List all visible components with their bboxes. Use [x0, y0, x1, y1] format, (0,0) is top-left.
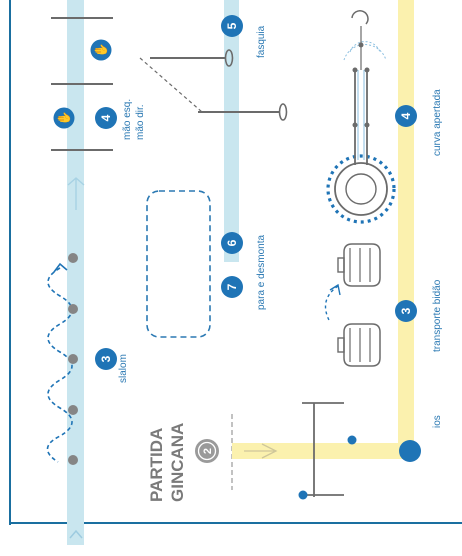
- slalom-label: slalom: [118, 354, 129, 383]
- lane-start-chevron: [69, 529, 83, 539]
- fasquia-label: fasquia: [256, 25, 267, 58]
- bottle-icon: [337, 243, 381, 287]
- slalom-cone: [68, 304, 78, 314]
- station-6-number: 6: [225, 239, 239, 246]
- slalom-cone: [68, 354, 78, 364]
- start-marker-dot: [347, 435, 357, 445]
- station-7-number: 7: [225, 283, 239, 290]
- station-7-badge: 7: [221, 276, 243, 298]
- transfer-arrow-path: [324, 285, 339, 323]
- start-marker-dot: [298, 490, 308, 500]
- station-3-slalom-badge: 3: [95, 348, 117, 370]
- station-3-number: 3: [99, 355, 113, 362]
- transporte-bidao-label: transporte bidão: [432, 279, 443, 352]
- curve-hook-icon: [351, 10, 369, 25]
- start-yellow-lane: [232, 443, 406, 459]
- curva-apertada-label: curva apertada: [432, 89, 443, 156]
- fasquia-dashed-link: [139, 57, 203, 113]
- right-track-lane: [398, 0, 414, 459]
- station-4-curve-number: 4: [399, 112, 413, 119]
- station-2-partial-badge: [399, 440, 421, 462]
- station-5-badge: 5: [221, 15, 243, 37]
- right-hand-label: mão dir.: [135, 104, 146, 140]
- stop-zone-box: [146, 190, 211, 338]
- bottle-icon: [337, 323, 381, 367]
- hand-icon: ✋: [94, 43, 108, 58]
- station-3-bottle-number: 3: [399, 307, 413, 314]
- station-4-badge: 4: [95, 107, 117, 129]
- start-title-line2: GINCANA: [168, 423, 187, 502]
- slalom-arrow-icon: [53, 262, 68, 273]
- left-hand-badge: ✋: [53, 107, 75, 129]
- tight-curve-figure: [326, 10, 396, 224]
- hand-icon: ✋: [57, 111, 71, 126]
- station-5-number: 5: [225, 22, 239, 29]
- left-hand-label: mão esq.: [122, 99, 133, 140]
- fasquia-pole-upper-end: [224, 49, 234, 67]
- station-4-number: 4: [99, 114, 113, 121]
- start-number-badge: 2: [195, 439, 219, 463]
- station-6-badge: 6: [221, 232, 243, 254]
- station-4-curve-badge: 4: [395, 105, 417, 127]
- slalom-path: [46, 267, 73, 463]
- fasquia-pole-lower-end: [278, 103, 288, 121]
- middle-track-lane: [224, 0, 239, 262]
- start-number: 2: [202, 448, 214, 454]
- para-e-desmonta-label: para e desmonta: [256, 235, 267, 310]
- slalom-cone: [68, 455, 78, 465]
- partial-station-label: ios: [432, 415, 443, 428]
- transfer-arrow-icon: [329, 283, 341, 296]
- slalom-cone: [68, 253, 78, 263]
- right-hand-badge: ✋: [90, 39, 112, 61]
- slalom-cone: [68, 405, 78, 415]
- station-3-bottle-badge: 3: [395, 300, 417, 322]
- start-title-line1: PARTIDA: [147, 428, 166, 502]
